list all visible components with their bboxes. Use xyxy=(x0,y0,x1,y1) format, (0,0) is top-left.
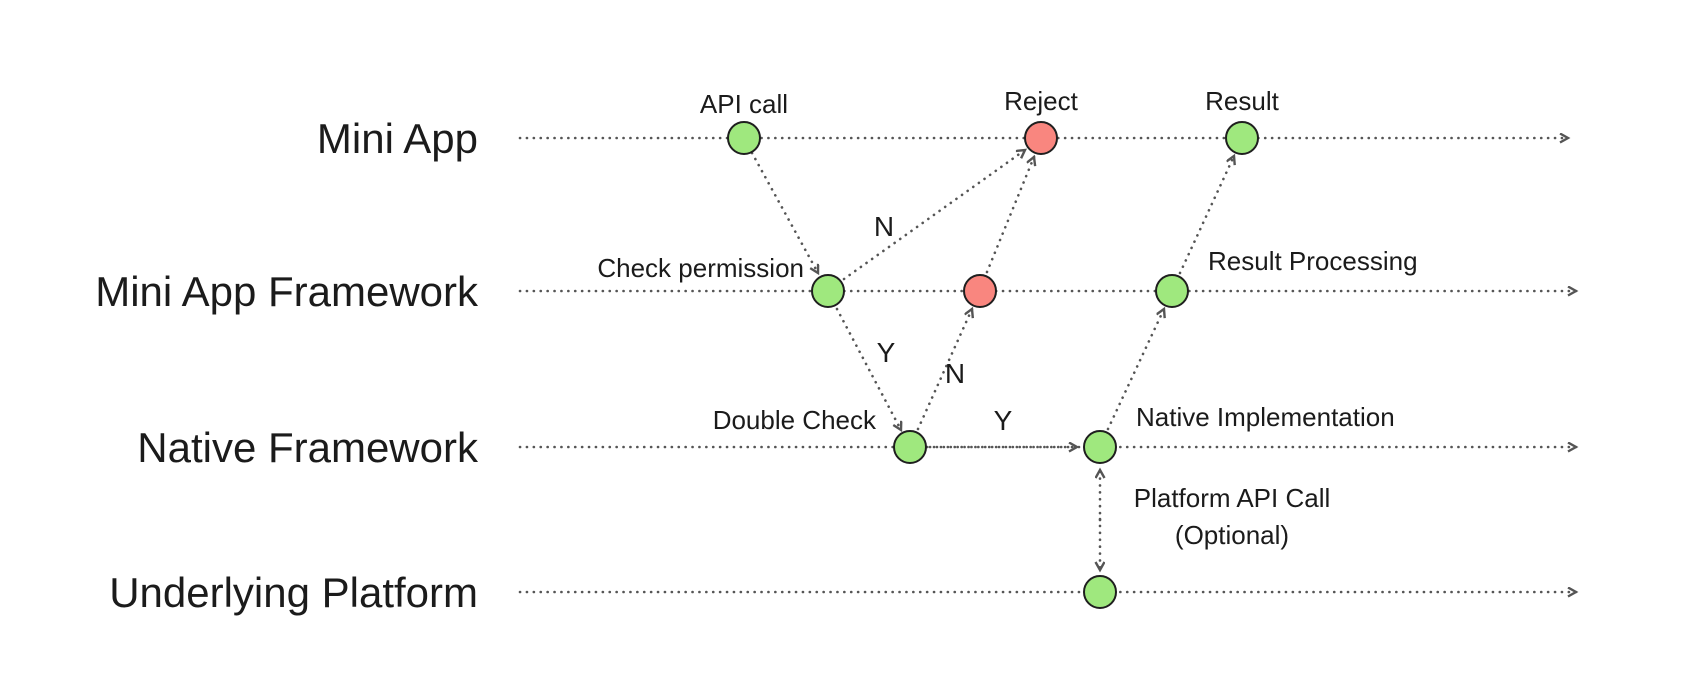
edge-label-y-double-to-native: Y xyxy=(994,405,1013,436)
edge-result-processing-to-result xyxy=(1178,156,1234,275)
edge-reject-framework-to-reject xyxy=(985,157,1034,274)
node-reject-framework xyxy=(963,274,997,308)
node-double-check xyxy=(893,430,927,464)
label-platform-api-call: Platform API Call xyxy=(1134,483,1331,513)
label-result-processing: Result Processing xyxy=(1208,246,1418,276)
edge-label-n-double-to-reject: N xyxy=(945,358,965,389)
label-api-call: API call xyxy=(700,89,788,119)
edge-check-permission-to-double-check xyxy=(835,307,901,430)
lane-label-underlying-platform: Underlying Platform xyxy=(109,569,478,616)
label-platform-api-call-optional: (Optional) xyxy=(1175,520,1289,550)
edge-double-check-to-reject-framework xyxy=(916,309,972,431)
edge-label-n-check-to-reject: N xyxy=(874,211,894,242)
edge-label-y-check-to-double: Y xyxy=(877,337,896,368)
lane-label-mini-app: Mini App xyxy=(317,115,478,162)
node-underlying-platform-call xyxy=(1083,575,1117,609)
node-result xyxy=(1225,121,1259,155)
lane-label-mini-app-framework: Mini App Framework xyxy=(95,268,479,315)
label-double-check: Double Check xyxy=(713,405,877,435)
label-check-permission: Check permission xyxy=(597,253,804,283)
node-native-implementation xyxy=(1083,430,1117,464)
label-result: Result xyxy=(1205,86,1279,116)
edge-api-call-to-check-permission xyxy=(750,151,820,273)
node-api-call xyxy=(727,121,761,155)
label-reject: Reject xyxy=(1004,86,1078,116)
edge-native-implementation-to-result-processing xyxy=(1106,309,1164,431)
label-native-implementation: Native Implementation xyxy=(1136,402,1395,432)
lane-label-native-framework: Native Framework xyxy=(137,424,479,471)
edge-check-permission-to-reject xyxy=(842,150,1025,281)
node-reject xyxy=(1024,121,1058,155)
node-result-processing xyxy=(1155,274,1189,308)
node-check-permission xyxy=(811,274,845,308)
